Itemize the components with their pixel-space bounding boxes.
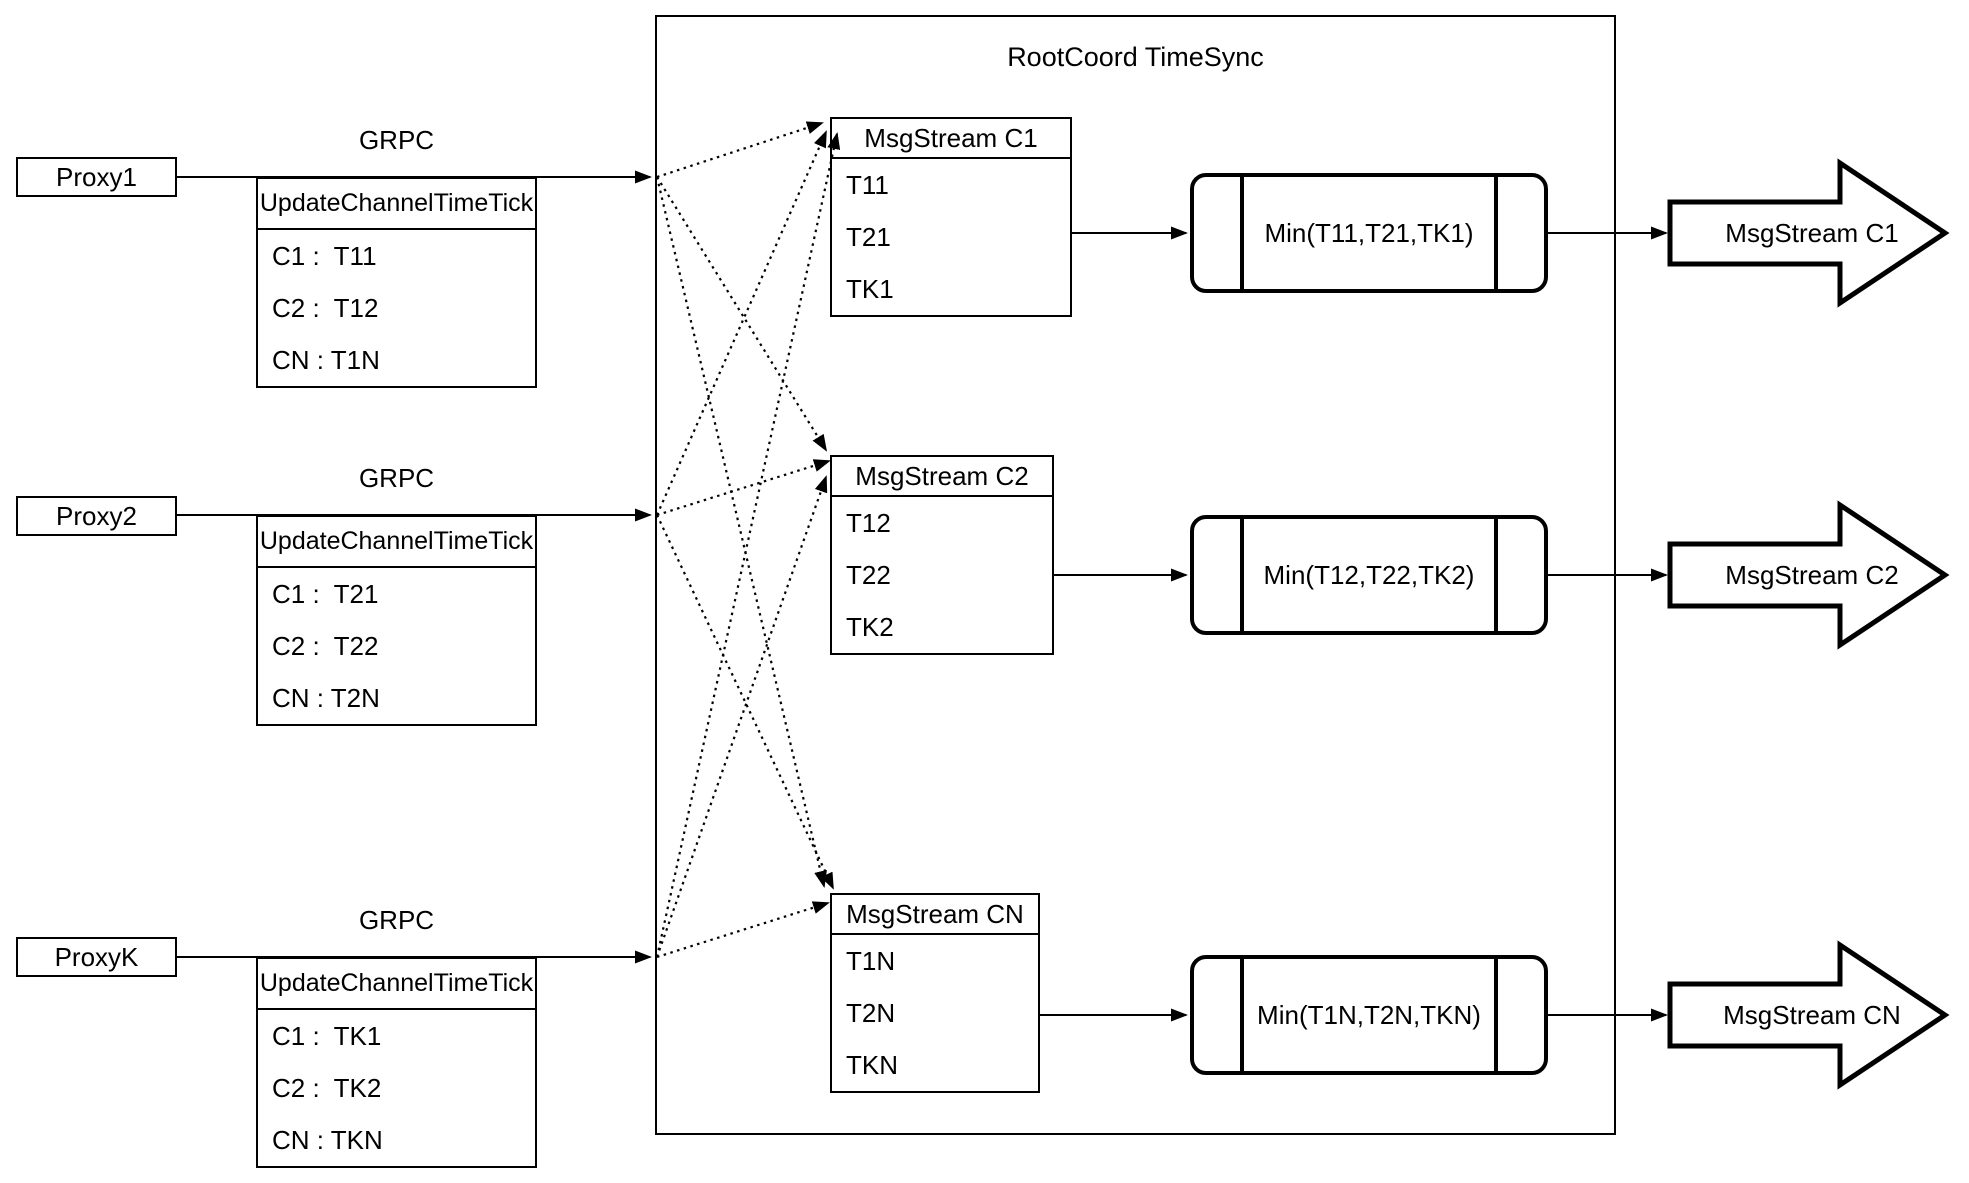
table-row: TK1: [846, 273, 894, 304]
proxyk-label: ProxyK: [54, 941, 139, 972]
grpc-label-3: GRPC: [358, 905, 435, 935]
grpc-label-1: GRPC: [358, 125, 435, 155]
min-node-c1-label: Min(T11,T21,TK1): [1264, 217, 1474, 248]
table-row: TKN: [846, 1049, 898, 1080]
table-row: T2N: [846, 997, 896, 1028]
table-row: CN : T1N: [272, 344, 380, 375]
min-node-c1: Min(T11,T21,TK1): [1190, 173, 1548, 293]
update-timetick-table-3: UpdateChannelTimeTick C1 : TK1 C2 : TK2 …: [256, 957, 537, 1168]
table-row: T22: [846, 559, 891, 590]
min-node-cn-label: Min(T1N,T2N,TKN): [1257, 999, 1481, 1030]
msgstream-cn-table: MsgStream CN T1N T2N TKN: [830, 893, 1040, 1093]
update-timetick-table-2: UpdateChannelTimeTick C1 : T21 C2 : T22 …: [256, 515, 537, 726]
min-node-right-cap: [1494, 519, 1544, 631]
update-timetick-table-1: UpdateChannelTimeTick C1 : T11 C2 : T12 …: [256, 177, 537, 388]
msgstream-c2-table: MsgStream C2 T12 T22 TK2: [830, 455, 1054, 655]
output-arrow-label-c1: MsgStream C1: [1725, 218, 1899, 248]
table-row: CN : TKN: [272, 1124, 383, 1155]
update-timetick-header-2: UpdateChannelTimeTick: [258, 517, 535, 568]
min-node-right-cap: [1494, 959, 1544, 1071]
table-row: C2 : T22: [272, 630, 379, 661]
table-row: T11: [846, 169, 889, 200]
update-timetick-header-3: UpdateChannelTimeTick: [258, 959, 535, 1010]
min-node-left-cap: [1194, 177, 1244, 289]
msgstream-c1-header: MsgStream C1: [832, 119, 1070, 159]
msgstream-cn-header: MsgStream CN: [832, 895, 1038, 935]
table-row: C1 : TK1: [272, 1020, 382, 1051]
msgstream-c1-table: MsgStream C1 T11 T21 TK1: [830, 117, 1072, 317]
rootcoord-title: RootCoord TimeSync: [1007, 42, 1264, 72]
table-row: C2 : T12: [272, 292, 379, 323]
grpc-label-2: GRPC: [358, 463, 435, 493]
output-arrow-label-c2: MsgStream C2: [1725, 560, 1899, 590]
min-node-cn: Min(T1N,T2N,TKN): [1190, 955, 1548, 1075]
min-node-left-cap: [1194, 959, 1244, 1071]
min-node-right-cap: [1494, 177, 1544, 289]
table-row: T21: [846, 221, 891, 252]
proxy1-node: Proxy1: [16, 157, 177, 197]
min-node-c2-label: Min(T12,T22,TK2): [1263, 559, 1475, 590]
table-row: TK2: [846, 611, 894, 642]
proxy2-node: Proxy2: [16, 496, 177, 536]
output-arrow-label-cn: MsgStream CN: [1723, 1000, 1901, 1030]
table-row: CN : T2N: [272, 682, 380, 713]
table-row: C1 : T11: [272, 240, 377, 271]
proxyk-node: ProxyK: [16, 937, 177, 977]
table-row: T12: [846, 507, 891, 538]
update-timetick-header-1: UpdateChannelTimeTick: [258, 179, 535, 230]
table-row: C1 : T21: [272, 578, 379, 609]
table-row: T1N: [846, 945, 896, 976]
min-node-left-cap: [1194, 519, 1244, 631]
table-row: C2 : TK2: [272, 1072, 382, 1103]
proxy1-label: Proxy1: [56, 161, 137, 192]
msgstream-c2-header: MsgStream C2: [832, 457, 1052, 497]
min-node-c2: Min(T12,T22,TK2): [1190, 515, 1548, 635]
proxy2-label: Proxy2: [56, 500, 137, 531]
